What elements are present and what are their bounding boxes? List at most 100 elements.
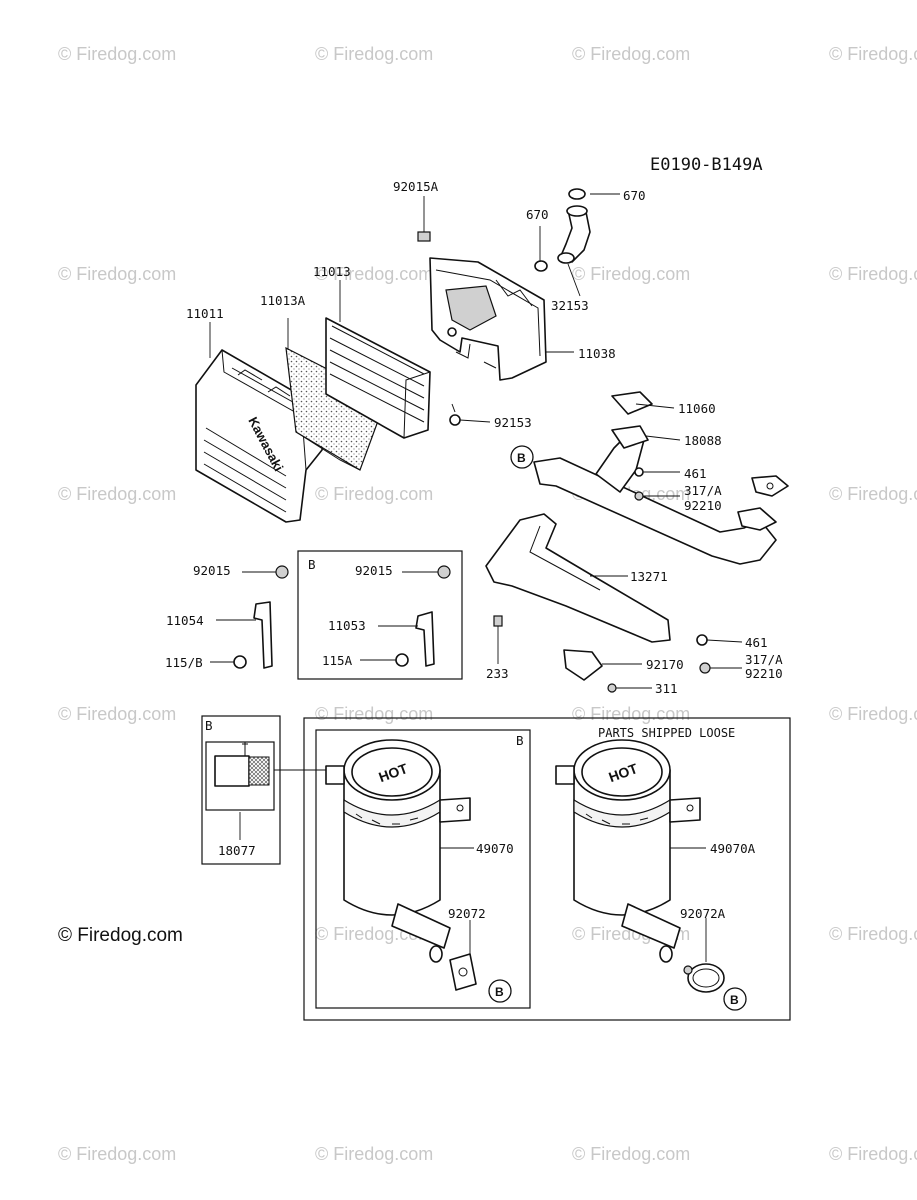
detail-box-b: [297, 550, 463, 680]
detail-box-letter: B: [516, 733, 524, 748]
bolt: [493, 615, 503, 627]
watermark: © Firedog.com: [315, 1144, 433, 1164]
watermark: © Firedog.com: [829, 704, 917, 724]
watermark-grid: © Firedog.com © Firedog.com © Firedog.co…: [58, 44, 917, 1164]
svg-text:B: B: [495, 985, 504, 999]
part-label: 11060: [678, 401, 716, 416]
part-label: 92170: [646, 657, 684, 672]
parts-shipped-loose-box: [303, 717, 791, 1021]
part-label: 18088: [684, 433, 722, 448]
part-label: 92210: [745, 666, 783, 681]
part-label: 11053: [328, 618, 366, 633]
part-label: 115/B: [165, 655, 203, 670]
detail-inner-box: [205, 741, 275, 811]
callout-b: B: [723, 987, 747, 1011]
detail-box-letter: B: [308, 557, 316, 572]
part-labels: 92015A 670 670 32153 11013 11013A 11011 …: [165, 179, 783, 921]
part-label: 115A: [322, 653, 353, 668]
watermark: © Firedog.com: [315, 704, 433, 724]
part-label: 461: [745, 635, 768, 650]
part-label: 92072: [448, 906, 486, 921]
part-label: 670: [623, 188, 646, 203]
diagram-code: E0190-B149A: [650, 155, 763, 175]
muffler-band-clamp: [683, 963, 725, 993]
part-label: 317/A: [684, 483, 722, 498]
watermark: © Firedog.com: [315, 484, 433, 504]
part-label: 32153: [551, 298, 589, 313]
detail-box-muffler: [315, 729, 531, 1009]
clamp-plate: [563, 649, 603, 681]
svg-text:B: B: [730, 993, 739, 1007]
part-label: 49070: [476, 841, 514, 856]
watermark: © Firedog.com: [58, 484, 176, 504]
watermark: © Firedog.com: [572, 1144, 690, 1164]
bolt: [417, 231, 431, 242]
breather-elbow: [557, 205, 591, 264]
watermark: © Firedog.com: [572, 264, 690, 284]
part-label: 461: [684, 466, 707, 481]
muffler-alt: HOT: [555, 739, 701, 963]
watermark: © Firedog.com: [58, 1144, 176, 1164]
callout-b: B: [488, 979, 512, 1003]
part-label: 11013A: [260, 293, 306, 308]
nut: [696, 634, 708, 646]
part-label: 11011: [186, 306, 224, 321]
muffler: HOT: [325, 739, 471, 963]
watermark: © Firedog.com: [315, 44, 433, 64]
svg-text:B: B: [517, 451, 526, 465]
watermark: © Firedog.com: [572, 44, 690, 64]
watermark: © Firedog.com: [58, 44, 176, 64]
part-label: 92072A: [680, 906, 726, 921]
pre-cleaner-edge: [295, 431, 361, 471]
part-label: 18077: [218, 843, 256, 858]
air-filter-element: [325, 317, 431, 439]
part-label: 11013: [313, 264, 351, 279]
exhaust-flange: [611, 425, 649, 449]
o-ring: [568, 188, 586, 200]
gasket: [751, 475, 789, 497]
watermark: © Firedog.com: [315, 264, 433, 284]
bolt: [449, 403, 461, 426]
nut: [634, 491, 644, 501]
part-label: 670: [526, 207, 549, 222]
muffler-bracket: [485, 513, 671, 643]
muffler-clamp: [449, 953, 477, 991]
detail-box-heatshield: [201, 715, 281, 865]
watermark: © Firedog.com: [829, 1144, 917, 1164]
part-label: 92015: [193, 563, 231, 578]
cover-bracket: [233, 565, 289, 669]
parts-note: PARTS SHIPPED LOOSE: [598, 726, 735, 740]
air-cleaner-base: [429, 257, 547, 381]
watermark: © Firedog.com: [829, 44, 917, 64]
part-label: 92210: [684, 498, 722, 513]
o-ring: [534, 260, 548, 272]
leader-lines: [209, 193, 743, 962]
part-label: 11054: [166, 613, 204, 628]
nut: [699, 662, 711, 674]
part-label: 311: [655, 681, 678, 696]
part-label: 49070A: [710, 841, 756, 856]
part-label: 92015: [355, 563, 393, 578]
part-label: 13271: [630, 569, 668, 584]
callout-b: B: [510, 445, 534, 469]
part-label: 92153: [494, 415, 532, 430]
bolt: [607, 683, 617, 693]
cover-bracket-alt: [395, 565, 451, 667]
spark-arrester-block: [214, 755, 250, 787]
part-label: 233: [486, 666, 509, 681]
watermark: © Firedog.com: [829, 264, 917, 284]
part-label: 317/A: [745, 652, 783, 667]
exhaust-flange: [737, 507, 777, 531]
nut: [634, 467, 644, 477]
part-label: 11038: [578, 346, 616, 361]
watermark: © Firedog.com: [572, 704, 690, 724]
watermark: © Firedog.com: [58, 704, 176, 724]
screw: [242, 742, 248, 756]
gasket: [611, 391, 653, 415]
watermark: © Firedog.com: [829, 924, 917, 944]
copyright-text: © Firedog.com: [58, 925, 183, 946]
detail-box-letter: B: [205, 718, 213, 733]
watermark: © Firedog.com: [58, 264, 176, 284]
